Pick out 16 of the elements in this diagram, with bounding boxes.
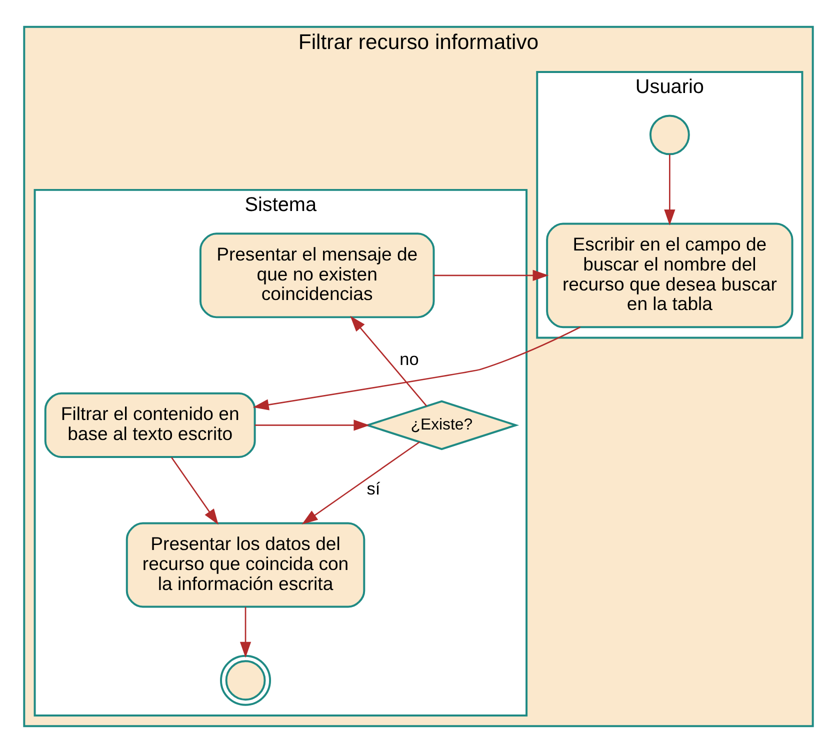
- arrow: [350, 316, 428, 406]
- arrow: [252, 326, 581, 410]
- node-circle: [220, 654, 272, 706]
- node-circle: [649, 114, 690, 156]
- edge-label: no: [400, 348, 419, 369]
- arrow: [240, 607, 252, 658]
- arrow: [302, 441, 420, 524]
- node-box: Filtrar el contenido en base al texto escrito: [44, 392, 256, 458]
- arrow: [664, 154, 676, 226]
- arrow: [170, 456, 218, 525]
- arrow: [254, 420, 370, 431]
- node-box: Escribir en el campo de buscar el nombre del recurso que desea buscar en la tabla: [546, 222, 794, 328]
- node-box: Presentar los datos del recurso que coincida con la información escrita: [126, 522, 366, 608]
- edge-label: sí: [366, 478, 380, 499]
- node-box: Presentar el mensaje de que no existen coincidencias: [199, 232, 435, 318]
- arrow: [434, 270, 549, 281]
